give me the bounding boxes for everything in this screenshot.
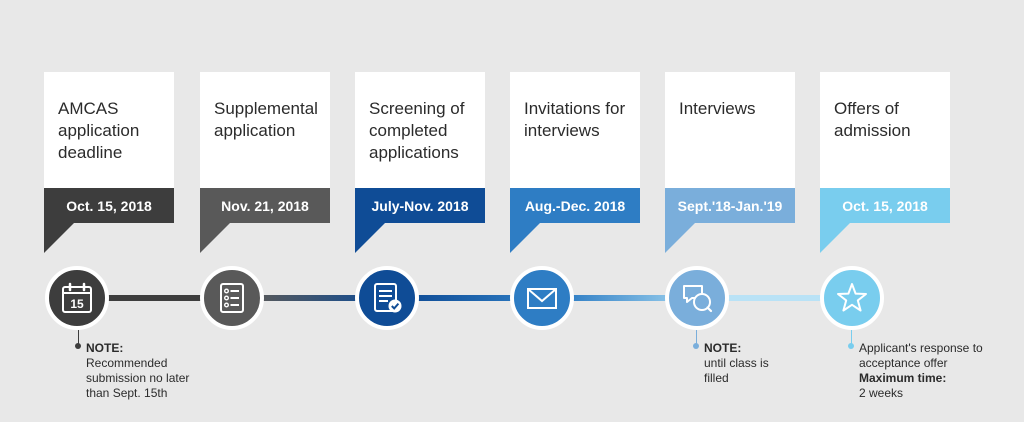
- step-node-amcas: 15: [45, 266, 109, 330]
- step-node-invitations: [510, 266, 574, 330]
- form-list-icon: [220, 283, 244, 313]
- step-card-interviews: Interviews Sept.'18-Jan.'19: [665, 72, 795, 253]
- card-pointer: [44, 223, 74, 253]
- step-date: July-Nov. 2018: [355, 188, 485, 223]
- timeline-segment: [720, 295, 850, 301]
- step-title: Invitations for interviews: [510, 72, 640, 188]
- timeline-segment: [565, 295, 695, 301]
- note-offers: Applicant's response to acceptance offer…: [859, 341, 989, 401]
- note-label: NOTE:: [704, 341, 742, 355]
- step-title: Interviews: [665, 72, 795, 188]
- step-node-screening: [355, 266, 419, 330]
- step-date: Oct. 15, 2018: [820, 188, 950, 223]
- step-card-invitations: Invitations for interviews Aug.-Dec. 201…: [510, 72, 640, 253]
- note-interviews: NOTE: until class is filled: [704, 341, 774, 386]
- note-bullet: [75, 343, 81, 349]
- card-pointer: [200, 223, 230, 253]
- step-date: Oct. 15, 2018: [44, 188, 174, 223]
- calendar-day: 15: [70, 297, 84, 311]
- card-pointer: [665, 223, 695, 253]
- note-connector: [78, 330, 79, 346]
- note-text: Recommended submission no later than Sep…: [86, 356, 190, 400]
- note-connector: [696, 330, 697, 346]
- timeline-segment: [410, 295, 540, 301]
- star-icon: [837, 283, 867, 312]
- step-title: Offers of admission: [820, 72, 950, 188]
- step-node-offers: [820, 266, 884, 330]
- step-node-supplemental: [200, 266, 264, 330]
- note-amcas: NOTE: Recommended submission no later th…: [86, 341, 196, 401]
- step-card-offers: Offers of admission Oct. 15, 2018: [820, 72, 950, 253]
- step-title: AMCAS application deadline: [44, 72, 174, 188]
- note-connector: [851, 330, 852, 346]
- chat-bubbles-icon: [683, 285, 713, 313]
- note-bullet: [848, 343, 854, 349]
- step-date: Aug.-Dec. 2018: [510, 188, 640, 223]
- note-label: Maximum time:: [859, 371, 947, 385]
- card-pointer: [820, 223, 850, 253]
- card-pointer: [355, 223, 385, 253]
- card-pointer: [510, 223, 540, 253]
- step-card-amcas: AMCAS application deadline Oct. 15, 2018: [44, 72, 174, 253]
- envelope-icon: [527, 288, 557, 309]
- note-value: 2 weeks: [859, 386, 904, 400]
- step-title: Screening of completed applications: [355, 72, 485, 188]
- step-card-screening: Screening of completed applications July…: [355, 72, 485, 253]
- step-card-supplemental: Supplemental application Nov. 21, 2018: [200, 72, 330, 253]
- note-text: Applicant's response to acceptance offer: [859, 341, 983, 370]
- note-text: until class is filled: [704, 356, 769, 385]
- note-label: NOTE:: [86, 341, 124, 355]
- timeline-segment: [255, 295, 385, 301]
- note-bullet: [693, 343, 699, 349]
- step-title: Supplemental application: [200, 72, 330, 188]
- checked-document-icon: [374, 283, 402, 313]
- step-date: Sept.'18-Jan.'19: [665, 188, 795, 223]
- step-node-interviews: [665, 266, 729, 330]
- calendar-icon: 15: [62, 282, 92, 313]
- timeline-segment: [105, 295, 255, 301]
- step-date: Nov. 21, 2018: [200, 188, 330, 223]
